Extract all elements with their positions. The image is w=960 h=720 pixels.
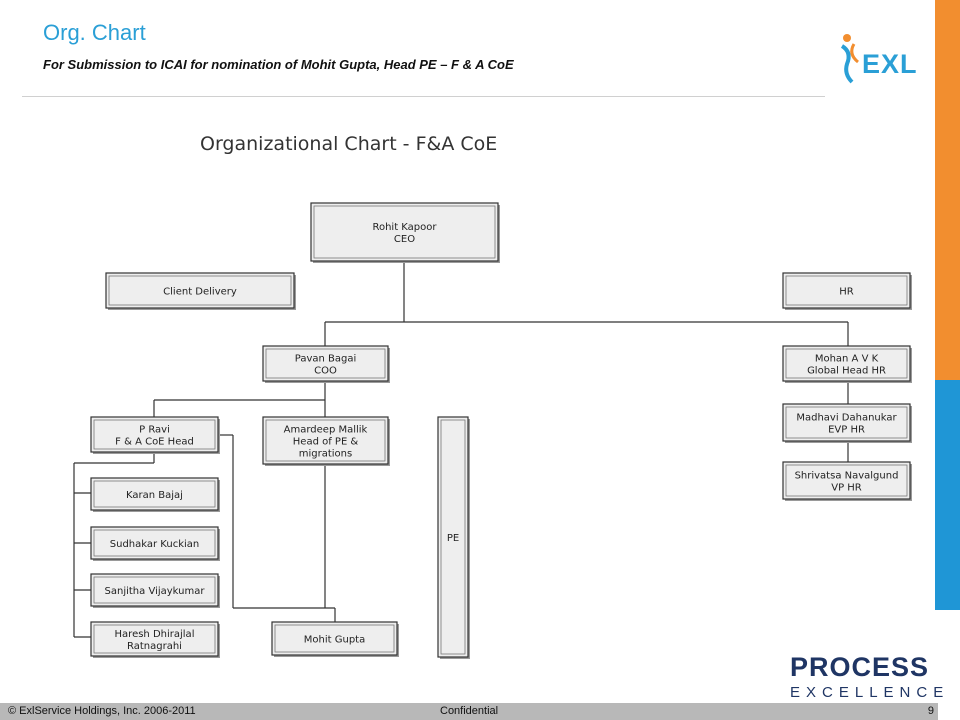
header-divider [22,96,825,97]
process-logo-line1: PROCESS [790,652,930,682]
org-node-label: Head of PE & [293,437,359,448]
org-node-client-delivery: Client Delivery [105,272,296,310]
org-node-label: Mohit Gupta [304,635,365,646]
org-node-label: Rohit Kapoor [372,222,437,233]
footer-page-number: 9 [927,705,934,717]
org-node-label: Haresh Dhirajlal [115,629,195,640]
org-node-karan: Karan Bajaj [90,477,220,512]
org-node-label: EVP HR [828,425,865,436]
connector-lines [73,262,849,638]
org-node-label: P Ravi [139,425,170,436]
org-node-label: CEO [394,234,415,245]
org-node-sanjitha: Sanjitha Vijaykumar [90,573,220,608]
exl-figure-icon [840,34,859,84]
page-subtitle: For Submission to ICAI for nomination of… [43,57,514,72]
org-chart-diagram: Organizational Chart - F&A CoE Rohit Kap… [73,133,912,659]
orange-side-stripe [935,0,960,380]
org-node-label: Shrivatsa Navalgund [795,471,899,482]
org-node-label: Ratnagrahi [127,641,182,652]
org-node-label: Karan Bajaj [126,490,183,501]
org-node-label: PE [447,533,459,544]
process-excellence-logo: PROCESS EXCELLENCE [786,652,956,704]
org-node-label: Mohan A V K [815,354,879,365]
footer-confidential: Confidential [440,705,499,717]
org-node-label: COO [314,366,337,377]
blue-side-stripe [935,380,960,610]
diagram-title: Organizational Chart - F&A CoE [200,133,497,155]
org-node-label: Pavan Bagai [295,354,357,365]
process-logo-line2: EXCELLENCE [790,684,950,701]
page-title: Org. Chart [43,20,146,45]
org-node-label: Sanjitha Vijaykumar [105,586,206,597]
org-node-label: HR [839,287,854,298]
org-node-label: F & A CoE Head [115,437,194,448]
footer-copyright: © ExlService Holdings, Inc. 2006-2011 [8,705,196,717]
org-node-label: migrations [299,449,352,460]
org-node-mohit: Mohit Gupta [271,621,399,657]
org-node-label: Amardeep Mallik [284,425,368,436]
exl-logo: EXL [838,32,930,84]
footer-bar: © ExlService Holdings, Inc. 2006-2011 Co… [0,703,938,720]
org-node-label: Global Head HR [807,366,886,377]
exl-logo-text: EXL [862,49,918,79]
org-node-label: Madhavi Dahanukar [796,413,897,424]
org-node-pe: PE [437,416,470,659]
org-node-label: Sudhakar Kuckian [110,539,199,550]
org-node-sudhakar: Sudhakar Kuckian [90,526,220,561]
org-node-label: Client Delivery [163,287,237,298]
org-node-hr: HR [782,272,912,310]
org-node-label: VP HR [831,483,862,494]
